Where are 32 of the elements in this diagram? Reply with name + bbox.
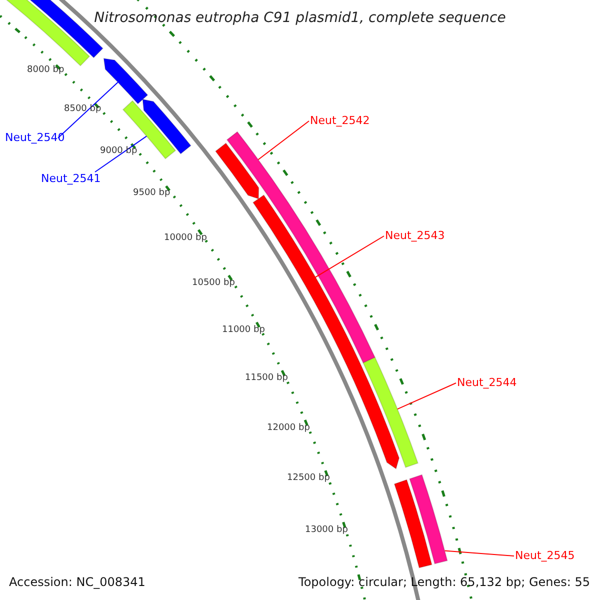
leader-line	[444, 550, 514, 556]
position-label: 10000 bp	[164, 234, 207, 243]
gene-label: Neut_2542	[310, 115, 370, 126]
gene-arc	[409, 474, 448, 564]
leader-line	[94, 136, 148, 172]
position-label: 13000 bp	[305, 526, 348, 535]
position-label: 10500 bp	[192, 279, 235, 288]
gene-arc	[142, 98, 192, 154]
accession-note: Accession: NC_008341	[9, 576, 146, 588]
position-label: 8500 bp	[64, 105, 102, 114]
gene-label: Neut_2543	[385, 230, 445, 241]
position-label: 12000 bp	[267, 424, 310, 433]
gene-label: Neut_2545	[515, 550, 575, 561]
leader-line	[396, 382, 456, 410]
gene-label: Neut_2544	[457, 377, 517, 388]
position-label: 9000 bp	[100, 147, 138, 156]
title: Nitrosomonas eutropha C91 plasmid1, complete sequence	[94, 11, 506, 25]
gene-arc	[394, 479, 432, 568]
leader-line	[314, 236, 384, 278]
position-label: 11000 bp	[222, 326, 265, 335]
gene-arc	[215, 142, 260, 200]
position-label: 9500 bp	[133, 189, 170, 198]
gene-label: Neut_2540	[5, 132, 65, 143]
gene-arc	[122, 100, 176, 160]
sequence-summary: Topology: circular; Length: 65,132 bp; Genes: 55	[298, 576, 590, 588]
position-label: 11500 bp	[245, 374, 288, 383]
gene-label: Neut_2541	[41, 173, 101, 184]
gene-arc	[362, 356, 418, 468]
gene-arc	[103, 58, 148, 104]
position-label: 8000 bp	[27, 66, 64, 75]
leader-line	[58, 82, 118, 138]
leader-line	[258, 120, 310, 160]
